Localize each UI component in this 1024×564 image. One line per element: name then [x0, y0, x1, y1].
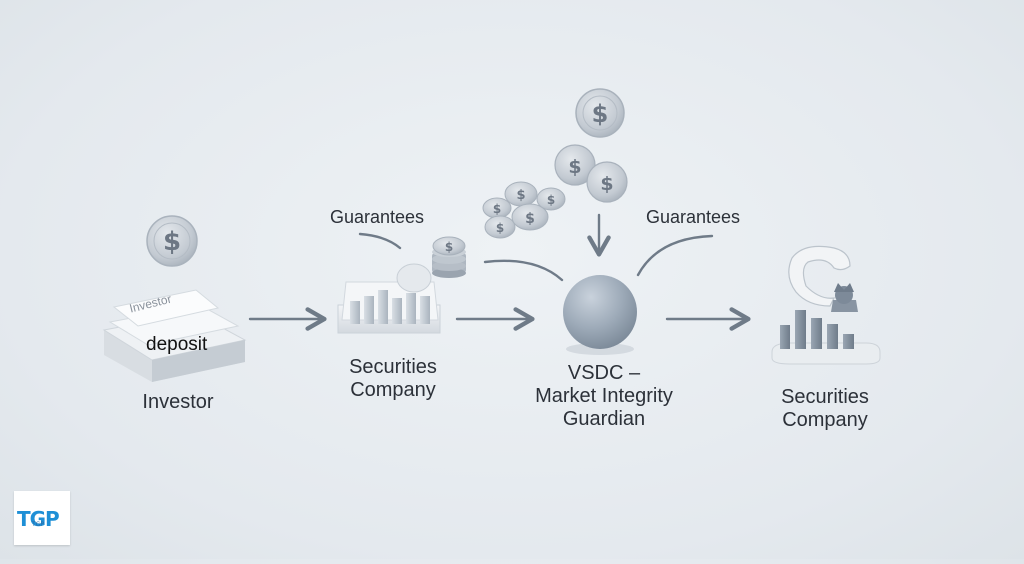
vsdc-label-line2: Market Integrity — [535, 385, 673, 407]
vsdc-sphere-icon — [563, 275, 637, 355]
guarantees-label-right: Guarantees — [645, 207, 741, 227]
securities-company-1-label: Securities Company — [318, 356, 468, 402]
securities-company-2-label: Securities Company — [750, 386, 900, 432]
coin-symbol: $ — [600, 173, 613, 195]
coin-symbol: $ — [592, 100, 609, 128]
coin-stack-icon: $ — [432, 236, 466, 278]
coin-cluster-icon: $ $ $ $ $ — [482, 181, 566, 239]
tgp-logo: TGP TGP — [14, 491, 70, 545]
coin-symbol: $ — [525, 211, 535, 227]
falling-coins-icon: $ $ $ — [554, 88, 628, 203]
guarantees-curve-left — [358, 232, 402, 250]
vsdc-label: VSDC – Market Integrity Guardian — [510, 362, 698, 431]
logo-subtext: TGP — [32, 521, 44, 528]
investor-coin-symbol: $ — [163, 227, 181, 257]
coin-symbol: $ — [493, 202, 501, 216]
investor-coin-icon: $ — [146, 215, 198, 267]
flow-curve-into-vsdc-left — [483, 259, 564, 282]
securities-company-2-label-line1: Securities — [781, 386, 869, 408]
coin-stack-symbol: $ — [445, 240, 453, 254]
coin-symbol: $ — [496, 221, 504, 235]
investor-deposit-stack — [102, 289, 247, 382]
coin-symbol: $ — [547, 193, 555, 207]
securities-company-2-label-line2: Company — [782, 409, 868, 431]
securities-company-2-icon — [771, 245, 881, 365]
investor-label: Investor — [142, 391, 214, 413]
deposit-label: deposit — [146, 334, 208, 355]
securities-company-1-icon: $ — [337, 236, 466, 334]
vsdc-label-line3: Guardian — [562, 408, 646, 430]
guarantees-label-left: Guarantees — [329, 207, 425, 227]
coin-symbol: $ — [568, 156, 581, 178]
crown-icon — [831, 283, 858, 312]
guarantees-curve-right — [636, 234, 714, 277]
logo-text: TGP — [17, 507, 60, 531]
securities-company-1-label-line2: Company — [350, 379, 436, 401]
vsdc-label-line1: VSDC – — [567, 362, 641, 384]
coin-symbol: $ — [516, 188, 525, 203]
securities-company-1-label-line1: Securities — [349, 356, 437, 378]
